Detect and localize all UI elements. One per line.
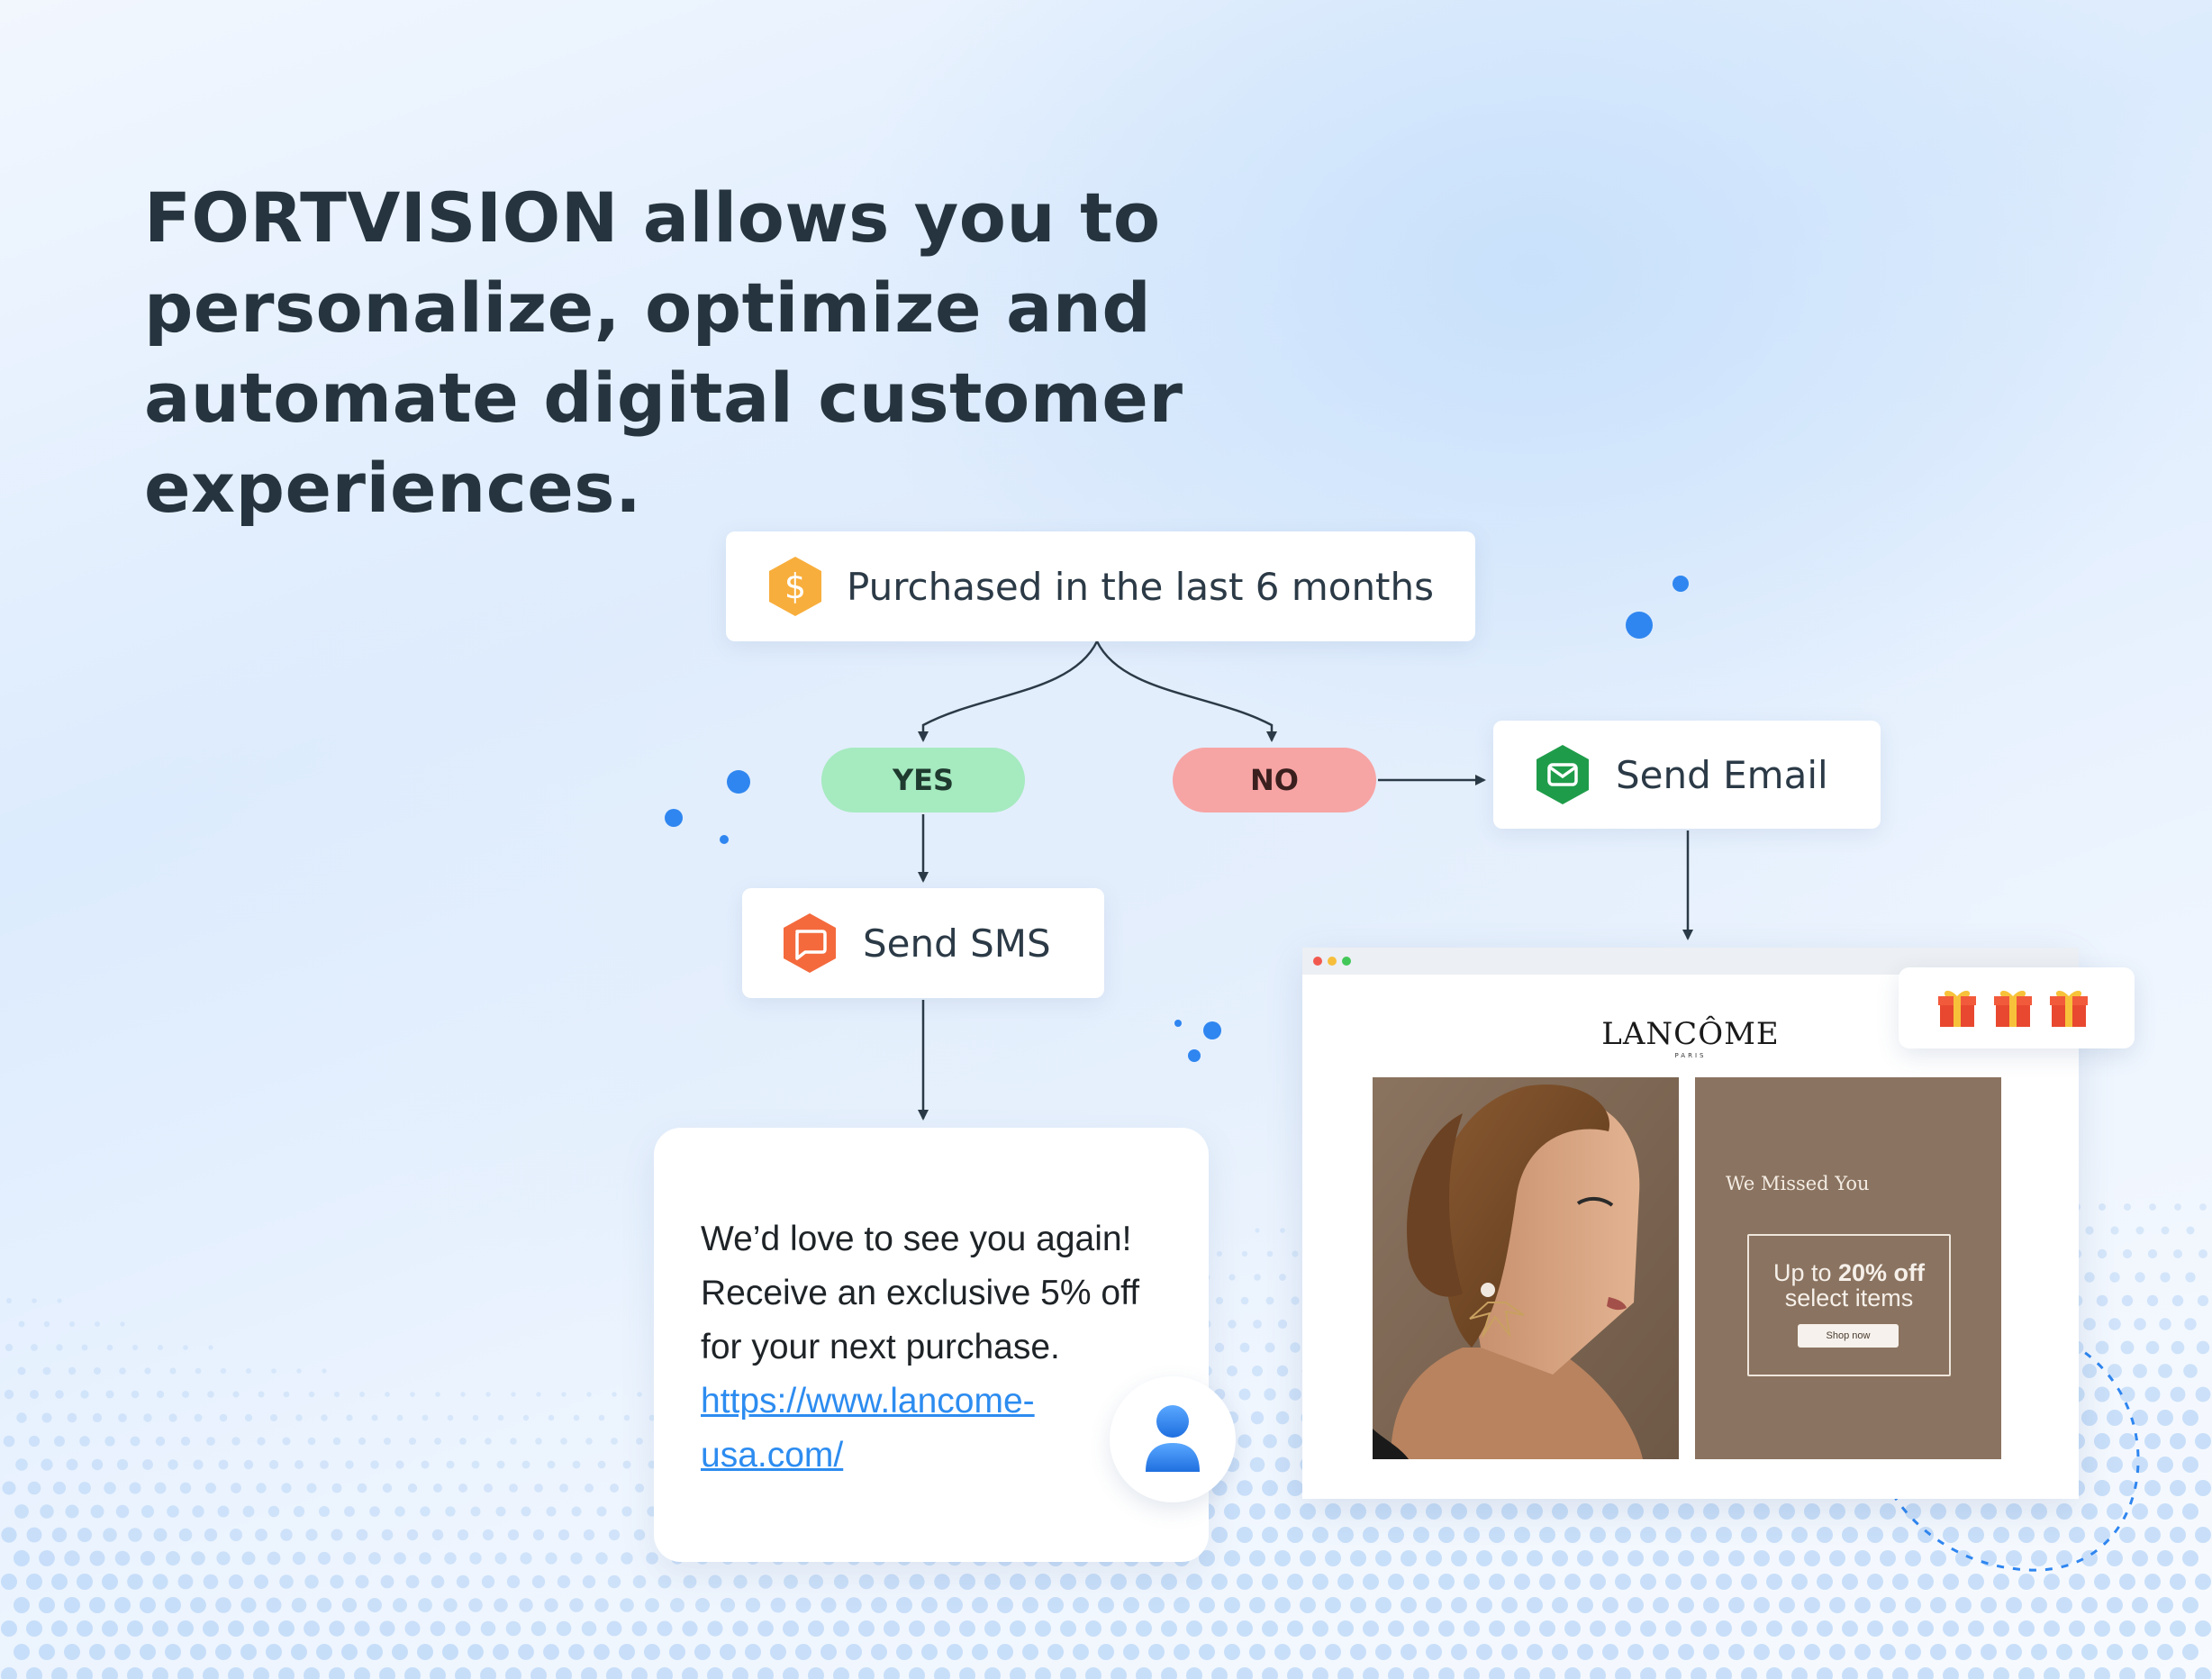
send-sms-label: Send SMS [863,921,1051,966]
offer-prefix: Up to [1772,1259,1832,1286]
sms-message-text: We’d love to see you again! Receive an e… [701,1212,1187,1483]
condition-label: Purchased in the last 6 months [847,564,1435,609]
gift-icon [1994,990,2032,1027]
brand-logo: LANCÔME [1601,1016,1780,1052]
send-email-label: Send Email [1616,752,1828,797]
avatar [1110,1376,1236,1502]
svg-text:$: $ [784,567,806,606]
branch-yes-pill[interactable]: YES [821,748,1025,812]
sms-line-1: We’d love to see you again! [701,1220,1132,1258]
gift-badge [1899,967,2135,1048]
maximize-dot-icon[interactable] [1342,957,1351,966]
chat-bubble-icon [778,912,841,975]
offer-title: We Missed You [1726,1173,1870,1194]
offer-box: Up to 20% off select items Shop now [1747,1234,1951,1376]
shop-now-button[interactable]: Shop now [1798,1324,1899,1348]
offer-highlight: 20% off [1838,1259,1926,1286]
headline: FORTVISION allows you to personalize, op… [144,177,1183,528]
connector-condition-no [1095,640,1277,742]
dollar-icon: $ [764,555,827,618]
branch-no-pill[interactable]: NO [1173,748,1376,812]
close-dot-icon[interactable] [1313,957,1322,966]
sms-line-2: Receive an exclusive 5% off [701,1274,1140,1312]
minimize-dot-icon[interactable] [1328,957,1337,966]
gift-icon [2050,990,2088,1027]
gift-icon [1938,990,1976,1027]
action-node-send-email[interactable]: Send Email [1493,721,1881,829]
sms-message-card: We’d love to see you again! Receive an e… [654,1128,1209,1562]
action-node-send-sms[interactable]: Send SMS [742,888,1104,998]
sms-line-3: for your next purchase. [701,1328,1060,1366]
sms-link[interactable]: https://www.lancome-usa.com/ [701,1382,1035,1475]
condition-node-purchased[interactable]: $ Purchased in the last 6 months [726,531,1475,641]
offer-panel: We Missed You Up to 20% off select items… [1695,1077,2001,1459]
offer-headline: Up to 20% off [1749,1259,1949,1287]
model-photo [1373,1077,1679,1459]
decorative-dashed-arc [1888,1342,2140,1572]
brand-subtitle: PARIS [1674,1052,1707,1059]
user-icon [1146,1405,1200,1472]
envelope-icon [1531,743,1594,806]
connector-condition-yes [918,640,1099,742]
offer-subline: select items [1784,1284,1914,1311]
